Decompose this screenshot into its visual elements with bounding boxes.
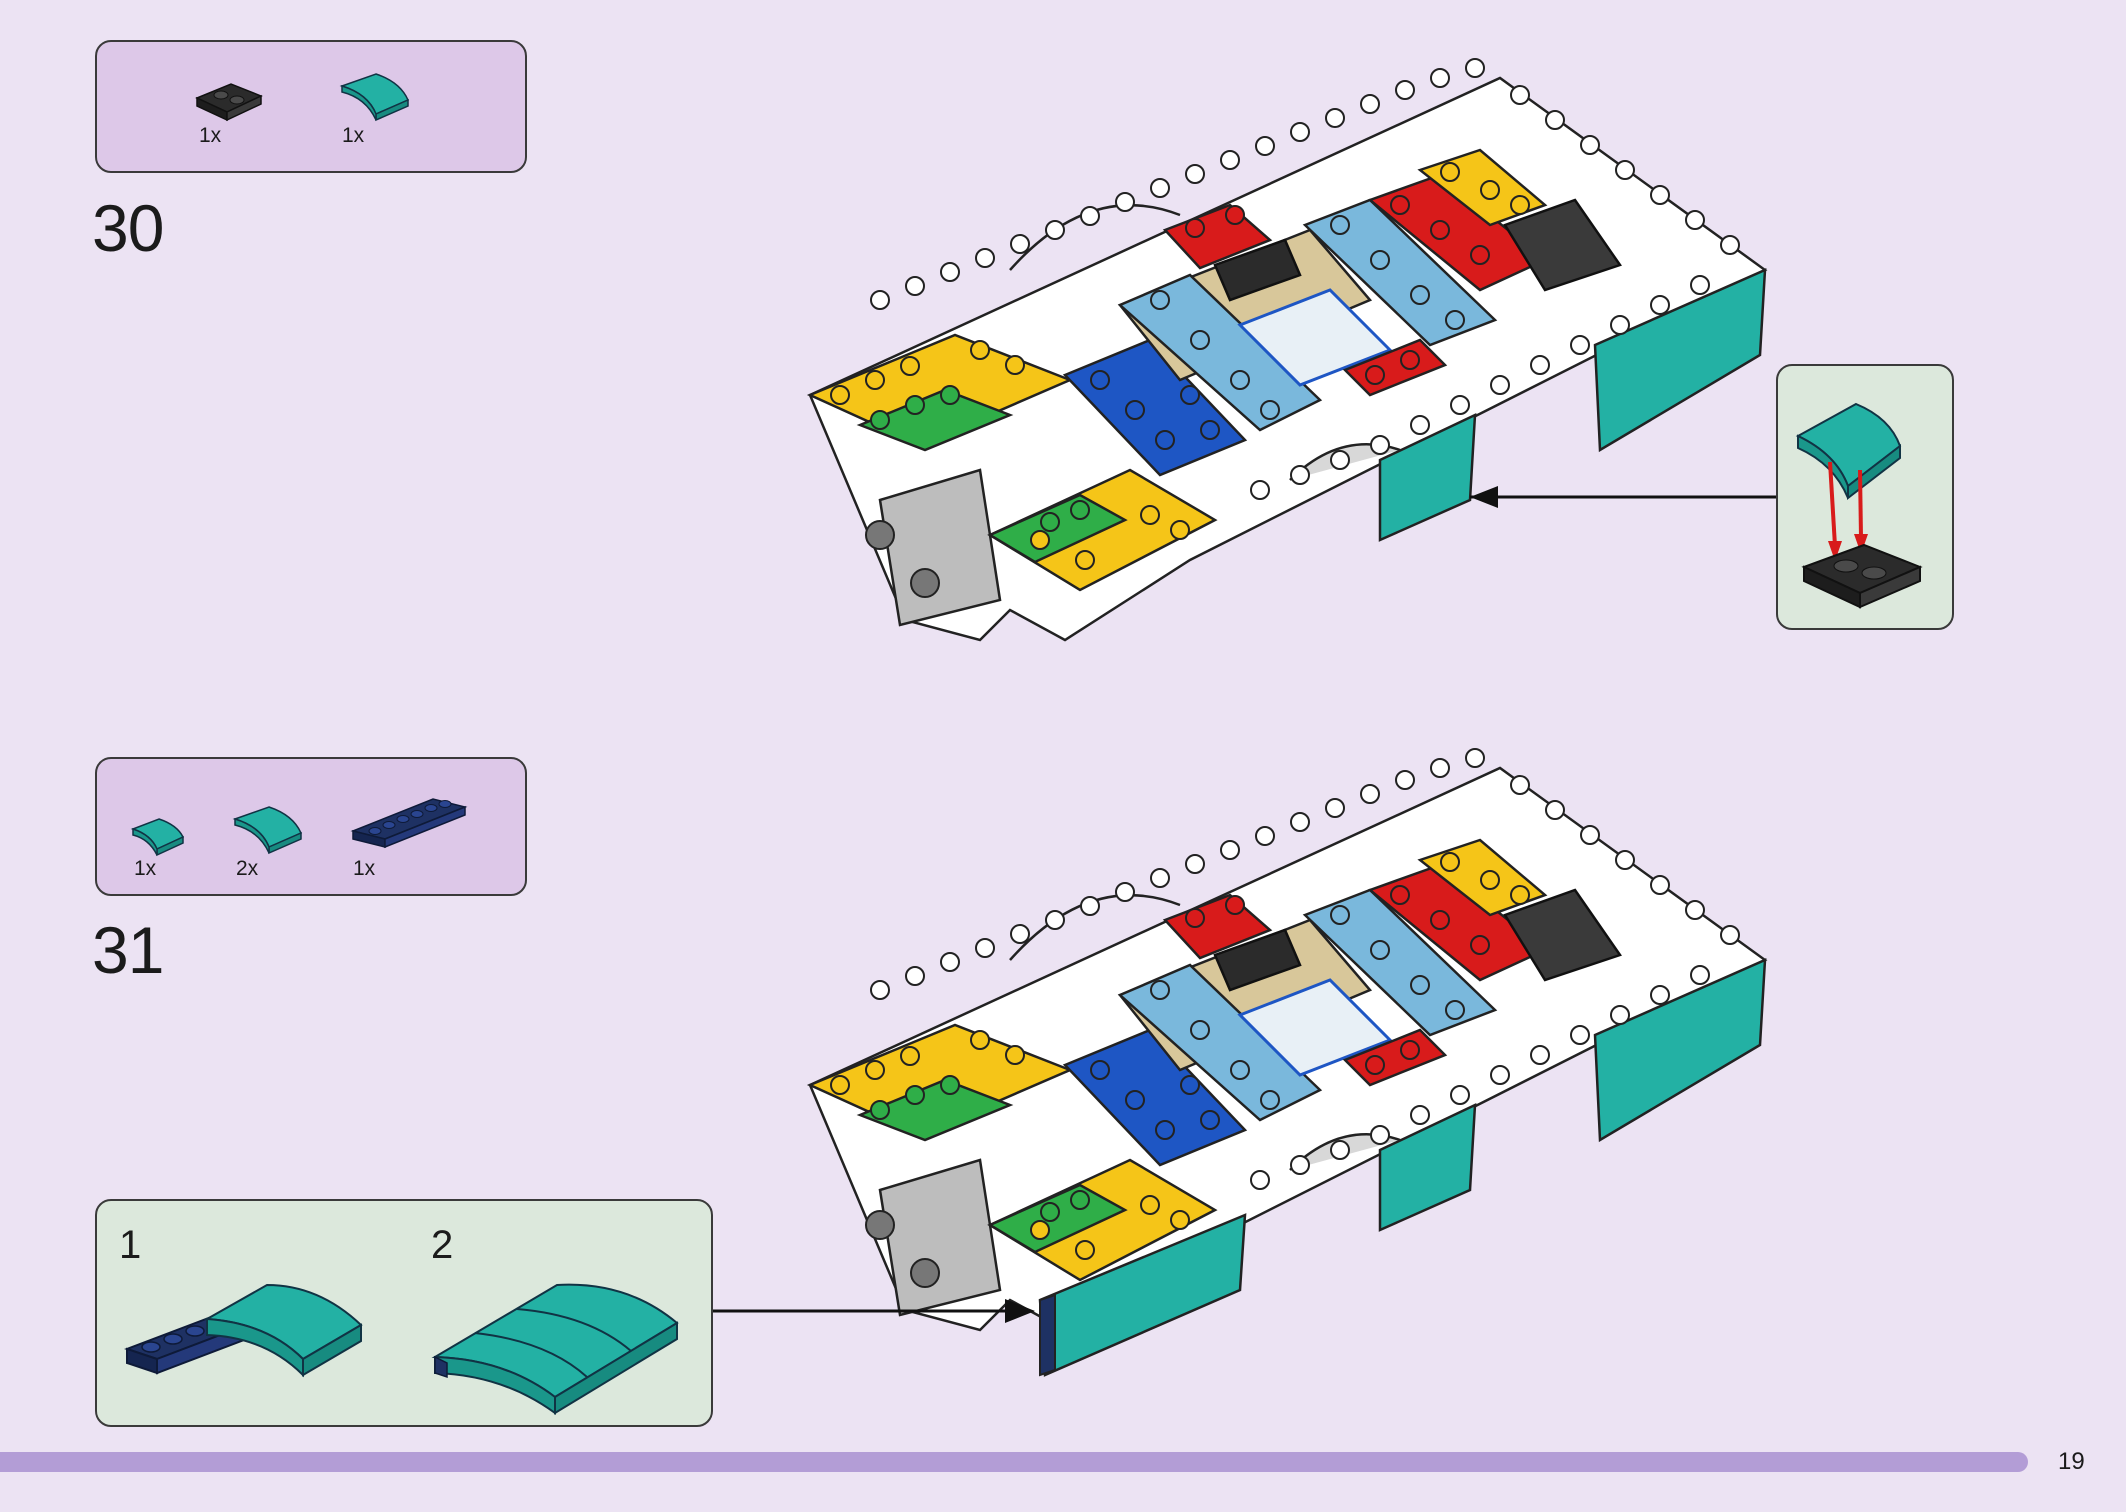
- part-quantity: 1x: [342, 124, 365, 147]
- teal-skirt: [1378, 412, 1477, 542]
- black-plate: [1503, 888, 1622, 982]
- substep-number: 1: [119, 1223, 142, 1267]
- page-number: 19: [2058, 1448, 2085, 1475]
- step-30-callout-box: [1776, 364, 1954, 630]
- step-30-parts-art: [195, 73, 409, 122]
- teal-curved-slope-1x2-icon: [1795, 402, 1902, 501]
- navy-skirt: [1039, 1293, 1056, 1377]
- opening: [1237, 978, 1393, 1077]
- step-30-parts-box: 1x 1x: [95, 40, 527, 173]
- technic-beam: [878, 468, 1002, 627]
- step-30-callout-art: [1795, 402, 1923, 609]
- black-plate: [1503, 198, 1622, 292]
- teal-curved-slope-1x2-icon: [339, 73, 409, 122]
- part-quantity: 1x: [353, 857, 376, 880]
- step-number: 30: [92, 191, 164, 265]
- teal-skirt: [1593, 958, 1767, 1143]
- blue-plate: [1062, 338, 1248, 477]
- substep-1-illustration: [124, 1283, 363, 1378]
- step-31-subassembly-box: 1 2: [95, 1199, 713, 1427]
- teal-curved-slope-small-icon: [130, 818, 185, 857]
- step-number: 31: [92, 913, 164, 987]
- sky-plate: [1302, 888, 1498, 1037]
- dark-grey-plate-1x2-icon: [1801, 543, 1923, 609]
- technic-beam: [878, 1158, 1002, 1317]
- opening: [1237, 288, 1393, 387]
- page-footer-bar: [0, 1452, 2028, 1472]
- sky-plate: [1117, 273, 1323, 432]
- part-quantity: 2x: [236, 857, 259, 880]
- teal-curved-slope-1x2-icon: [232, 806, 302, 855]
- step-31-subassembly-art: [124, 1283, 679, 1415]
- sky-plate: [1117, 963, 1323, 1122]
- substep-number: 2: [431, 1223, 454, 1267]
- blue-plate: [1062, 1028, 1248, 1167]
- dark-grey-plate-1x2-icon: [195, 83, 263, 122]
- substep-2-illustration: [431, 1283, 679, 1415]
- teal-skirt: [1378, 1102, 1477, 1232]
- teal-skirt: [1593, 268, 1767, 453]
- black-plate: [1213, 928, 1302, 992]
- black-plate: [1213, 238, 1302, 302]
- part-quantity: 1x: [134, 857, 157, 880]
- sky-plate: [1302, 198, 1498, 347]
- navy-plate-1x6-icon: [350, 798, 468, 849]
- part-quantity: 1x: [199, 124, 222, 147]
- step-31-parts-art: [130, 798, 468, 857]
- step-31-parts-box: 1x 2x 1x: [95, 757, 527, 896]
